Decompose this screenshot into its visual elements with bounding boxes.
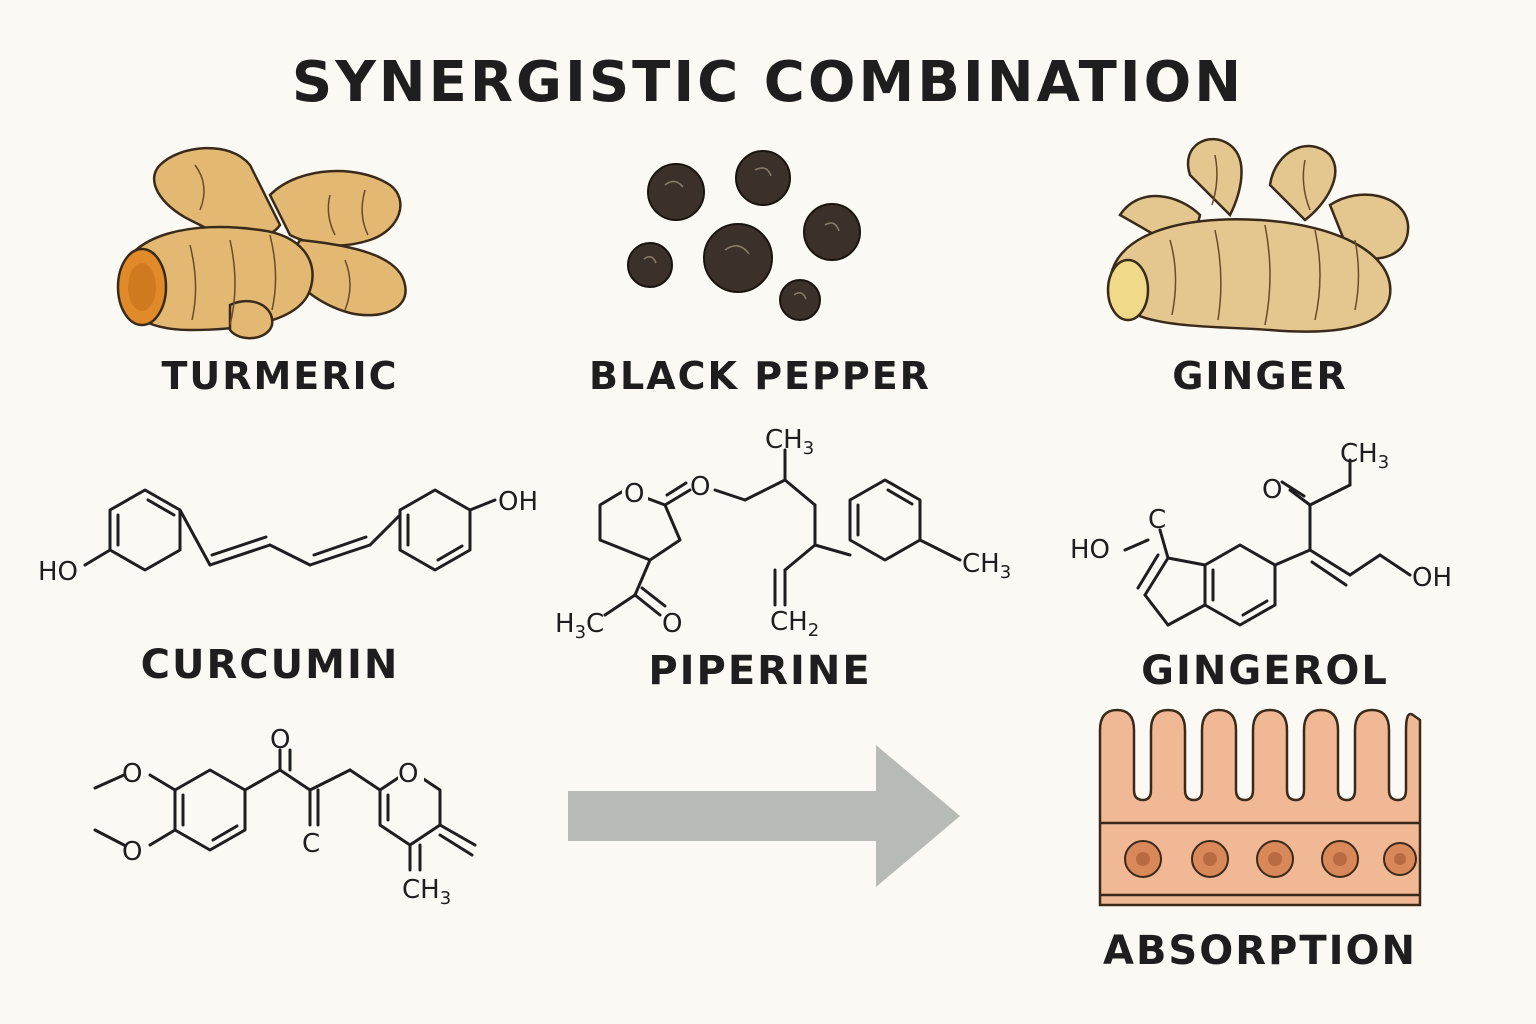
piperine-structure: O O CH3 CH2 CH3 O H3C: [555, 425, 1011, 643]
atom-label: C: [302, 829, 320, 859]
atom-label: O: [1262, 475, 1282, 505]
atom-label: CH3: [765, 425, 814, 459]
turmeric-label: TURMERIC: [161, 354, 399, 398]
atom-label: OH: [498, 487, 538, 517]
atom-label: OH: [1412, 563, 1452, 593]
curcumin-label: CURCUMIN: [140, 642, 400, 688]
atom-label: HO: [1070, 535, 1110, 565]
atom-label: C: [1148, 505, 1166, 535]
gingerol-label: GINGEROL: [1141, 648, 1389, 694]
atom-label: O: [122, 837, 142, 867]
diagram-title: SYNERGISTIC COMBINATION: [291, 50, 1245, 115]
turmeric-root-icon: [116, 146, 407, 340]
black-peppercorns-icon: [627, 150, 861, 321]
atom-label: CH3: [962, 549, 1011, 583]
atom-label: O: [690, 472, 710, 502]
atom-label: O: [398, 759, 418, 789]
ginger-label: GINGER: [1172, 354, 1348, 398]
atom-label: CH3: [1340, 439, 1389, 473]
atom-label: O: [662, 609, 682, 639]
atom-label: O: [624, 479, 644, 509]
atom-label: HO: [38, 557, 78, 587]
atom-label: CH2: [770, 607, 819, 641]
atom-label: CH3: [402, 875, 451, 909]
atom-label: O: [270, 725, 290, 755]
gingerol-structure: C HO O CH3 OH: [1070, 439, 1452, 627]
ginger-root-icon: [1106, 137, 1410, 333]
intestinal-villi-icon: [1098, 708, 1422, 907]
right-arrow-icon: [568, 745, 960, 887]
combined-molecule-structure: O O O C O CH3: [93, 725, 477, 909]
atom-label: H3C: [555, 609, 604, 643]
piperine-label: PIPERINE: [648, 648, 872, 694]
curcumin-structure: HO OH: [38, 487, 538, 587]
absorption-label: ABSORPTION: [1102, 928, 1418, 974]
black-pepper-label: BLACK PEPPER: [589, 354, 931, 398]
atom-label: O: [122, 759, 142, 789]
